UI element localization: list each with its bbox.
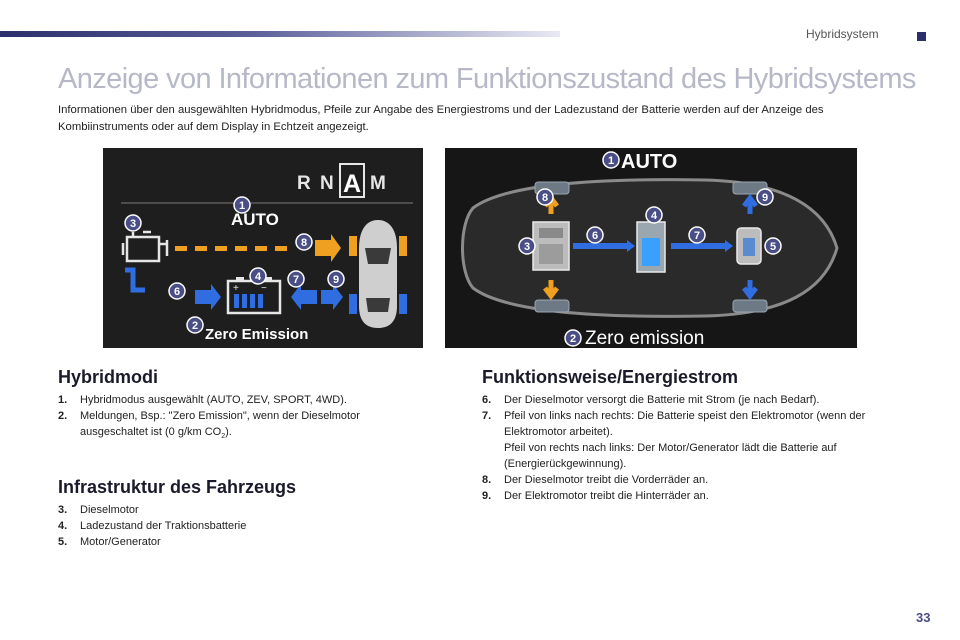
mode-r: R [297, 173, 311, 194]
arrow-rear-down [742, 280, 758, 301]
svg-text:8: 8 [542, 192, 548, 204]
list-item: 7.Pfeil von links nach rechts: Die Batte… [482, 410, 866, 470]
zero-emission-label: Zero emission [585, 328, 704, 348]
motor-icon [736, 227, 762, 265]
engine-icon [121, 230, 169, 263]
mode-a: A [343, 170, 361, 198]
list-item: 9.Der Elektromotor treibt die Hinterräde… [482, 490, 709, 502]
marker-9: 9 [327, 270, 345, 288]
marker-9: 9 [756, 188, 774, 206]
arrow-rear-up [742, 193, 758, 214]
marker-7: 7 [287, 270, 305, 288]
marker-5: 5 [764, 237, 782, 255]
zero-emission-label: Zero Emission [205, 326, 308, 343]
marker-1: 1 [602, 151, 620, 169]
mode-label: AUTO [231, 210, 279, 229]
list-item: 1.Hybridmodus ausgewählt (AUTO, ZEV, SPO… [58, 394, 347, 406]
arrow-to-battery [195, 284, 221, 310]
arrow-to-front-wheels [315, 234, 341, 262]
arrow-front-down [543, 280, 559, 301]
svg-text:4: 4 [651, 210, 658, 222]
svg-text:5: 5 [770, 241, 776, 253]
arrow-from-motor [291, 284, 317, 310]
marker-3: 3 [518, 237, 536, 255]
list-funktionsweise: 6.Der Dieselmotor versorgt die Batterie … [482, 392, 892, 504]
svg-text:+: + [233, 283, 239, 294]
cluster-display-image: R N A M AUTO − + Zero Emission [103, 148, 423, 348]
svg-text:6: 6 [592, 230, 598, 242]
svg-text:3: 3 [524, 241, 530, 253]
svg-text:9: 9 [333, 274, 339, 286]
marker-7: 7 [688, 226, 706, 244]
list-item: 2.Meldungen, Bsp.: "Zero Emission", wenn… [58, 410, 360, 441]
arrow-to-rear-wheels [321, 284, 343, 310]
svg-text:7: 7 [694, 230, 700, 242]
marker-4: 4 [645, 206, 663, 224]
marker-3: 3 [124, 214, 142, 232]
heading-funktionsweise: Funktionsweise/Energiestrom [482, 367, 739, 387]
svg-text:4: 4 [255, 271, 262, 283]
marker-1: 1 [233, 196, 251, 214]
list-item: 3.Dieselmotor [58, 504, 139, 516]
car-icon [349, 220, 407, 328]
flow-line-left [125, 267, 145, 293]
section-name: Hybridsystem [806, 27, 879, 41]
list-item: 5.Motor/Generator [58, 536, 161, 548]
marker-2: 2 [564, 329, 582, 347]
svg-text:9: 9 [762, 192, 768, 204]
svg-text:2: 2 [570, 333, 576, 345]
list-item: 6.Der Dieselmotor versorgt die Batterie … [482, 394, 820, 406]
svg-text:−: − [261, 283, 267, 294]
battery-icon [636, 221, 666, 273]
svg-text:2: 2 [192, 320, 198, 332]
marker-8: 8 [536, 188, 554, 206]
page-title: Anzeige von Informationen zum Funktionsz… [58, 63, 916, 95]
flow-battery-motor-head [725, 240, 733, 252]
svg-text:7: 7 [293, 274, 299, 286]
list-item: 4.Ladezustand der Traktionsbatterie [58, 520, 247, 532]
flow-engine-battery-head [627, 240, 635, 252]
engine-icon [532, 221, 570, 271]
mode-n: N [320, 173, 334, 194]
page-number: 33 [916, 610, 931, 625]
svg-text:3: 3 [130, 218, 136, 230]
svg-text:6: 6 [174, 286, 180, 298]
list-hybridmodi: 1.Hybridmodus ausgewählt (AUTO, ZEV, SPO… [58, 392, 418, 445]
marker-6: 6 [586, 226, 604, 244]
marker-8: 8 [295, 233, 313, 251]
svg-text:1: 1 [608, 155, 614, 167]
header-rule [0, 31, 560, 37]
list-infrastruktur: 3.Dieselmotor 4.Ladezustand der Traktion… [58, 502, 358, 550]
marker-6: 6 [168, 282, 186, 300]
svg-text:1: 1 [239, 200, 245, 212]
marker-2: 2 [186, 316, 204, 334]
section-marker [917, 32, 926, 41]
mode-label: AUTO [621, 151, 677, 173]
list-item: 8.Der Dieselmotor treibt die Vorderräder… [482, 474, 709, 486]
heading-hybridmodi: Hybridmodi [58, 367, 159, 387]
energy-flow-dashes [175, 246, 287, 251]
mode-m: M [370, 173, 386, 194]
svg-text:8: 8 [301, 237, 307, 249]
intro-text: Informationen über den ausgewählten Hybr… [58, 104, 824, 133]
energy-flow-display-image: AUTO Zero emission 1 2 3 4 5 6 7 8 9 [445, 148, 857, 349]
heading-infrastruktur: Infrastruktur des Fahrzeugs [58, 477, 297, 497]
mode-selected-frame [339, 163, 365, 198]
marker-4: 4 [249, 267, 267, 285]
